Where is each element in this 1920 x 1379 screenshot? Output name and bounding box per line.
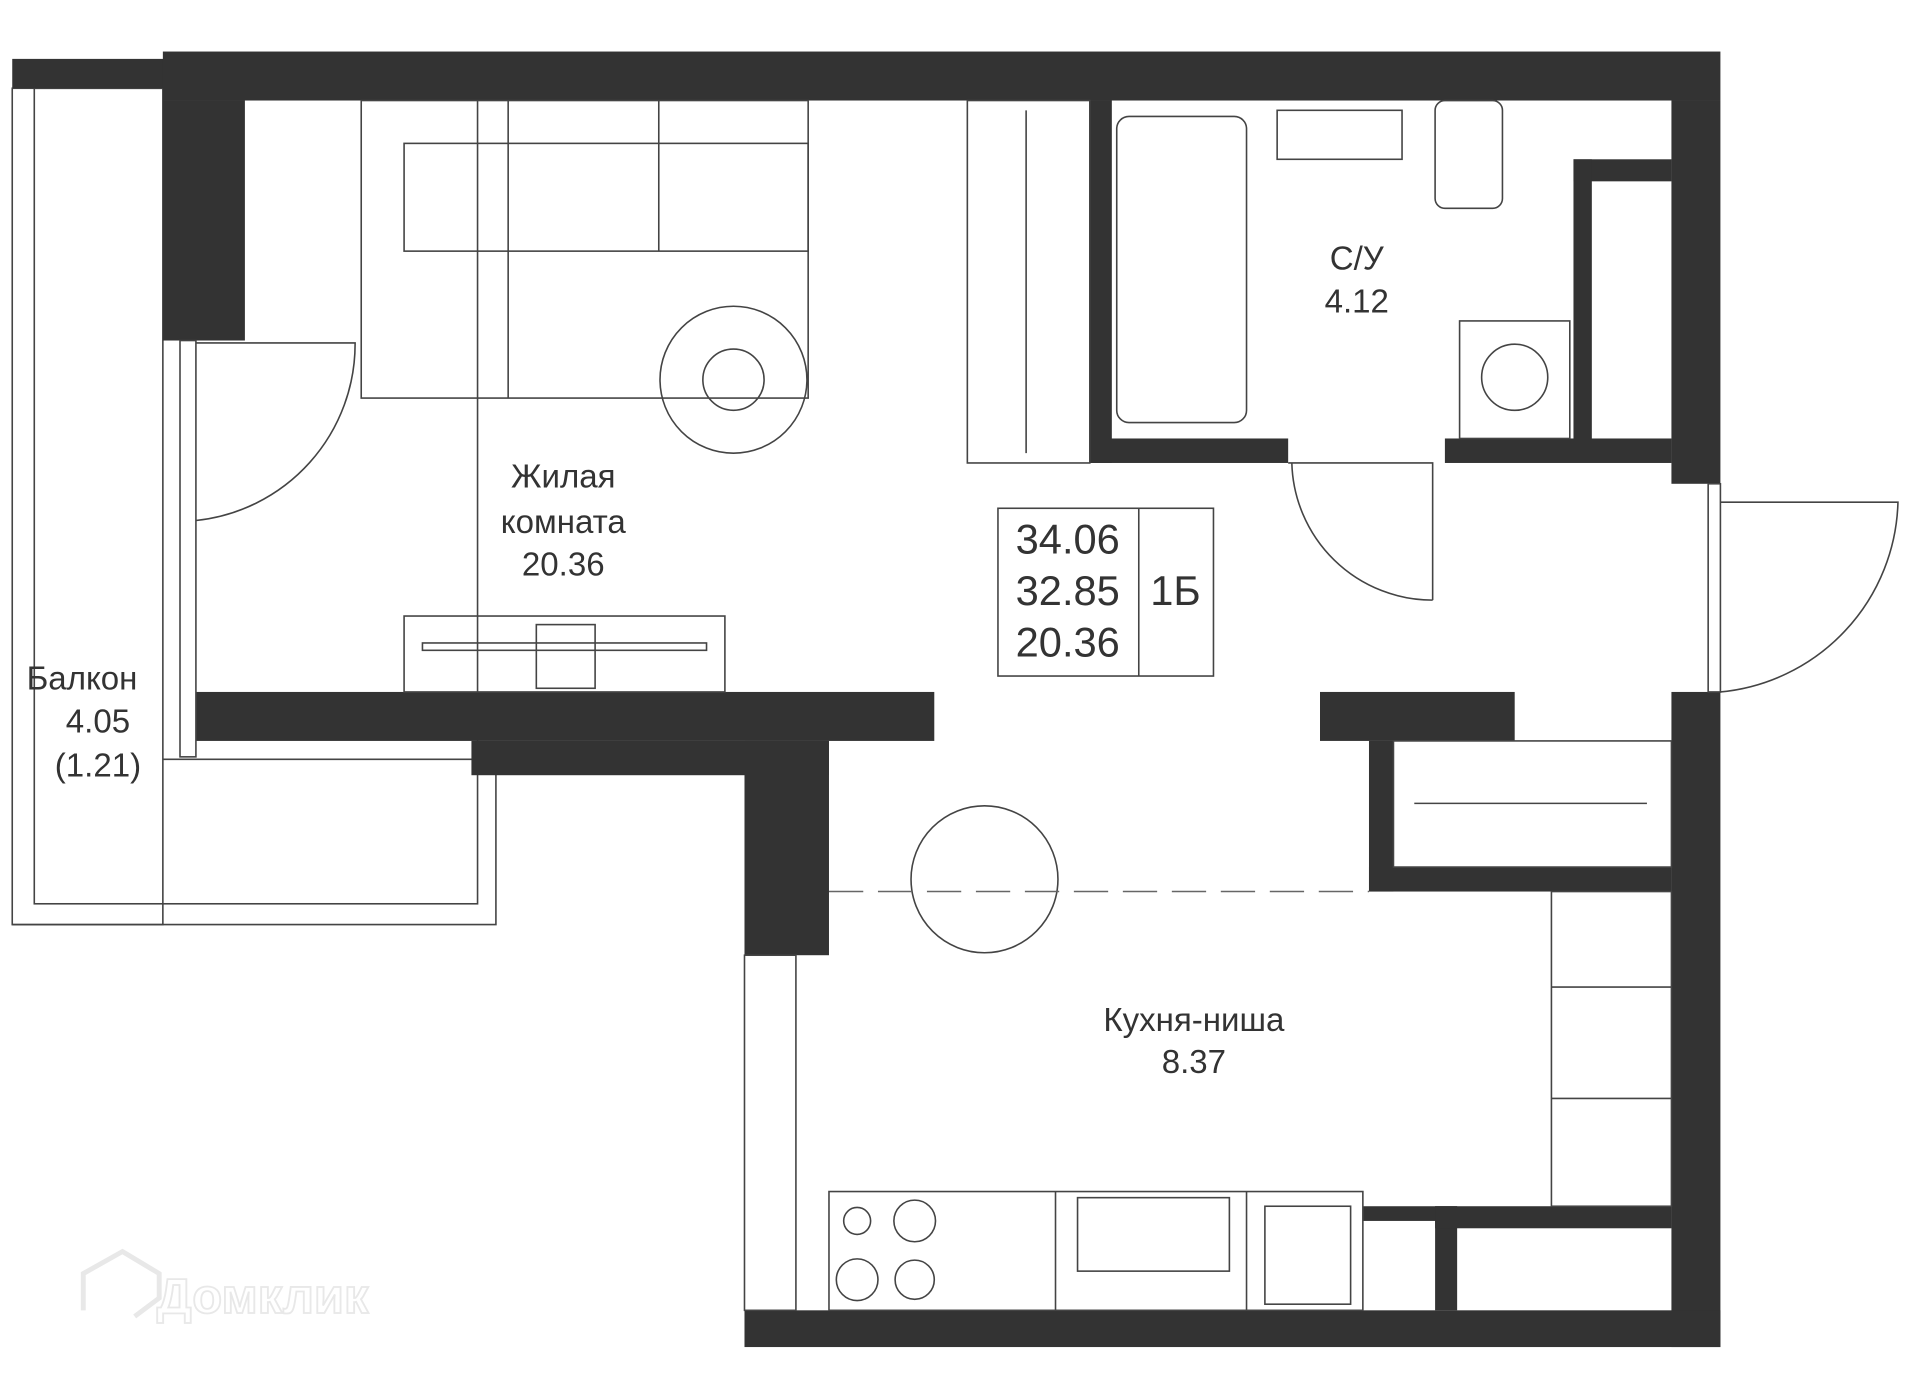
kitchen-area: 8.37	[1162, 1044, 1226, 1081]
summary-box: 34.06 32.85 20.36 1Б	[997, 507, 1215, 677]
total-area: 34.06	[1016, 516, 1120, 563]
bathroom-area: 4.12	[1325, 283, 1389, 320]
living-area: 20.36	[1016, 618, 1120, 665]
area-without-balcony: 32.85	[1016, 567, 1120, 614]
living-room-area: 20.36	[522, 547, 605, 584]
balcony	[11, 87, 497, 926]
watermark-text: Домклик	[157, 1270, 369, 1324]
watermark: Домклик	[80, 1248, 370, 1325]
walls	[12, 51, 1721, 1348]
balcony-name: Балкон	[27, 661, 138, 698]
balcony-area: 4.05	[66, 703, 130, 740]
living-room-name: Жилая	[511, 458, 616, 495]
living-room-name-line2: комната	[501, 504, 627, 541]
doors-windows	[179, 339, 1899, 1312]
furniture	[360, 99, 1673, 1312]
apartment-type: 1Б	[1150, 567, 1200, 614]
bathroom-name: С/У	[1330, 241, 1385, 278]
balcony-reduced-area: (1.21)	[55, 747, 141, 784]
kitchen-name: Кухня-ниша	[1103, 1002, 1285, 1039]
domclick-logo-icon	[80, 1248, 162, 1319]
